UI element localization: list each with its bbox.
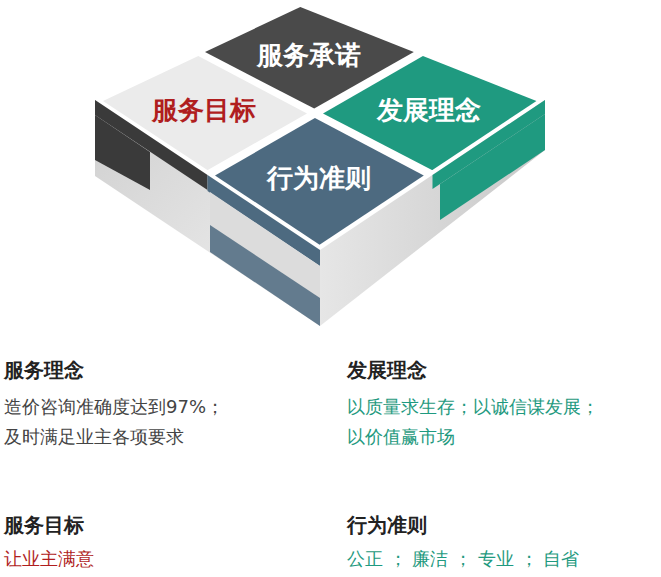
section-body: 造价咨询准确度达到97%； 及时满足业主各项要求 (4, 392, 324, 452)
section-heading: 服务目标 (4, 510, 324, 540)
tile-label: 发展理念 (377, 95, 481, 126)
section-body: 让业主满意 (4, 544, 324, 574)
tile-label: 服务目标 (152, 95, 256, 126)
section-heading: 服务理念 (4, 355, 324, 385)
tile-label: 服务承诺 (257, 40, 361, 71)
section-heading: 发展理念 (347, 355, 657, 385)
bottom-tile: 行为准则 (215, 118, 424, 245)
section-body: 以质量求生存；以诚信谋发展； 以价值赢市场 (347, 392, 657, 452)
section-body: 公正 ； 廉洁 ； 专业 ； 自省 (347, 544, 657, 574)
section-heading: 行为准则 (347, 510, 657, 540)
blue-side-strip (210, 225, 320, 326)
tile-label: 行为准则 (267, 163, 371, 194)
tile-polygon (215, 118, 424, 245)
